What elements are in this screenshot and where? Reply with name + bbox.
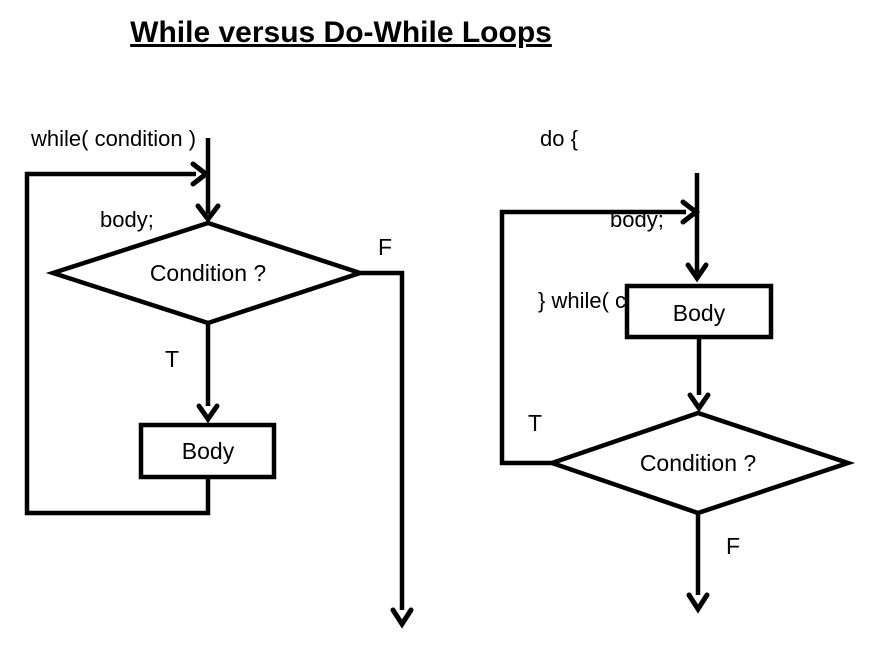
dowhile-loopback-arrowhead-icon [680,199,701,225]
dowhile-body-to-condition-arrowhead-icon [687,392,711,413]
while-code-line-1: while( condition ) [31,126,197,151]
dowhile-condition-label: Condition ? [640,450,756,476]
dowhile-body-box [624,283,774,340]
while-true-arrowhead-icon [196,403,220,424]
while-body-box [138,422,277,480]
dowhile-true-label: T [528,410,542,436]
while-false-arrowhead-icon [390,607,414,629]
while-true-label: T [165,346,179,372]
while-false-label: F [378,234,392,260]
while-entry-arrowhead-icon [195,203,221,224]
while-code-line-2: body; [100,207,154,232]
dowhile-false-arrowhead-icon [686,592,710,614]
while-flowchart: Condition ? Body T F [24,138,414,629]
dowhile-entry-arrowhead-icon [685,262,709,283]
while-body-label: Body [182,438,235,464]
dowhile-condition-diamond [545,410,856,516]
page-title: While versus Do-While Loops [130,16,552,49]
dowhile-false-label: F [726,533,740,559]
dowhile-body-label: Body [673,300,726,326]
while-false-line [360,270,405,610]
while-loopback-arrowhead-icon [190,161,211,187]
dowhile-flowchart: Body Condition ? T F [499,173,856,614]
dowhile-code-line-1: do { [540,126,578,151]
while-condition-diamond [45,220,368,326]
dowhile-loopback-line [499,209,686,466]
while-code-snippet: while( condition ) body; [31,71,196,287]
while-loopback-line [24,171,211,516]
while-condition-label: Condition ? [150,260,266,286]
